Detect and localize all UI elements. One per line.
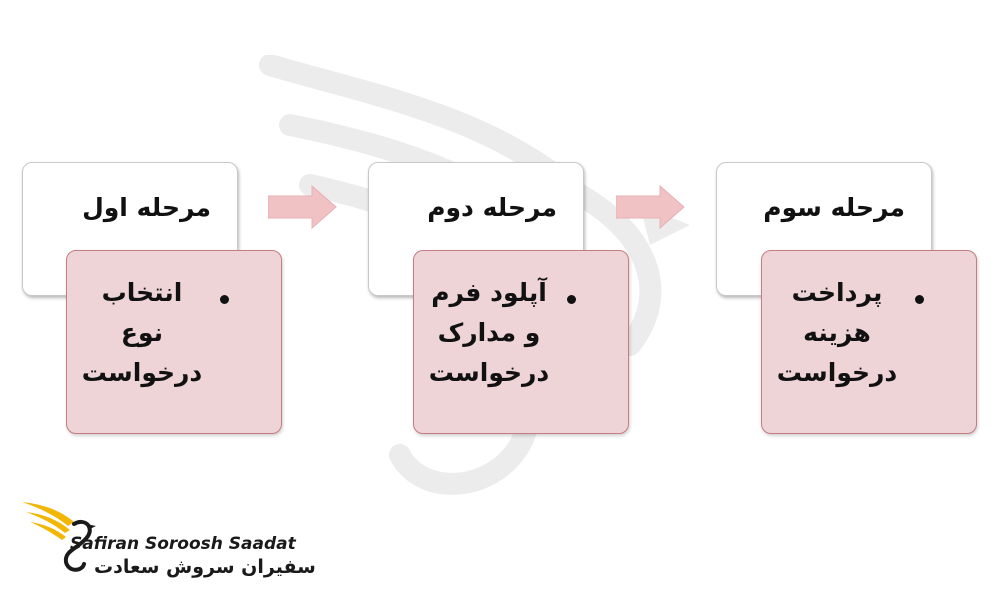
- brand-name-persian: سفیران سروش سعادت: [94, 556, 316, 578]
- stage-3-line-1: پرداخت: [791, 278, 883, 307]
- brand-logo-icon: [22, 502, 96, 572]
- stage-2-title: مرحله دوم: [427, 193, 557, 222]
- stage-3-line-2: هزینه: [803, 318, 871, 347]
- stage-2-line-1: آپلود فرم: [431, 278, 547, 307]
- stage-2-body-box: آپلود فرم و مدارک درخواست: [413, 250, 629, 434]
- stage-2-line-2: و مدارک: [437, 318, 541, 347]
- stage-3-body-text: پرداخت هزینه درخواست: [770, 273, 904, 393]
- bullet-icon: [220, 295, 229, 304]
- stage-1-line-3: درخواست: [81, 358, 203, 387]
- bullet-icon: [915, 295, 924, 304]
- stage-1-title: مرحله اول: [82, 193, 211, 222]
- bullet-icon: [567, 295, 576, 304]
- stage-1-body-box: انتخاب نوع درخواست: [66, 250, 282, 434]
- stage-2-body-text: آپلود فرم و مدارک درخواست: [422, 273, 556, 393]
- stage-3-body-box: پرداخت هزینه درخواست: [761, 250, 977, 434]
- brand-name-english: Safiran Soroosh Saadat: [70, 534, 296, 554]
- stage-3-line-3: درخواست: [776, 358, 898, 387]
- arrow-right-icon: [616, 184, 685, 230]
- arrow-right-icon: [268, 184, 337, 230]
- stage-3-title: مرحله سوم: [763, 193, 905, 222]
- stage-2-line-3: درخواست: [428, 358, 550, 387]
- stage-1-line-1: انتخاب: [101, 278, 183, 307]
- stage-1-body-text: انتخاب نوع درخواست: [75, 273, 209, 393]
- stage-1-line-2: نوع: [120, 318, 164, 347]
